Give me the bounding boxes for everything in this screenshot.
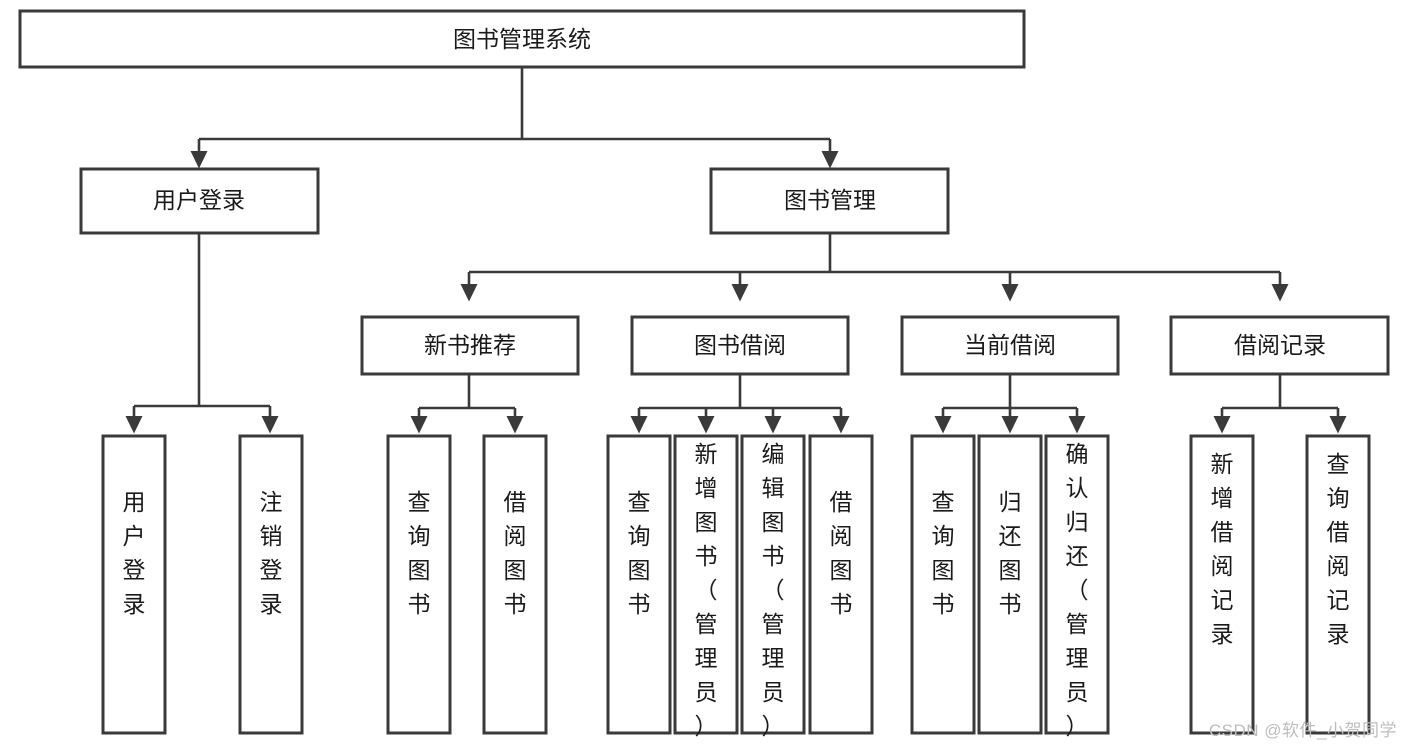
node-user-login-box[interactable]: [79, 167, 320, 235]
arrow-head-icon: [630, 416, 648, 434]
node-leaf-borrow-book-2[interactable]: 借阅图书: [808, 434, 874, 735]
node-current-borrow[interactable]: 当前借阅: [900, 315, 1120, 376]
arrow-head-icon: [1068, 416, 1086, 434]
arrow-head-icon: [934, 416, 952, 434]
node-root-label: 图书管理系统: [453, 26, 591, 52]
node-root[interactable]: 图书管理系统: [18, 9, 1026, 69]
arrow-head-icon: [764, 416, 782, 434]
node-leaf-edit-book[interactable]: 编辑图书（管理员）: [740, 434, 806, 739]
node-leaf-borrow-book-1-label: 借阅图书: [504, 489, 527, 617]
node-current-borrow-label: 当前借阅: [964, 332, 1056, 358]
node-leaf-query-record-box[interactable]: [1305, 434, 1371, 735]
node-book-management-label: 图书管理: [784, 187, 876, 213]
arrow-head-icon: [1329, 416, 1347, 434]
arrow-head-icon: [1001, 416, 1019, 434]
node-leaf-return-book-label: 归还图书: [999, 489, 1022, 617]
node-book-borrow-box[interactable]: [630, 315, 850, 376]
edge-userlogin-to-leaves: [125, 233, 279, 434]
node-leaf-add-book[interactable]: 新增图书（管理员）: [673, 434, 739, 739]
node-leaf-query-record[interactable]: 查询借阅记录: [1305, 434, 1371, 735]
arrow-head-icon: [1001, 284, 1019, 302]
node-user-login-label: 用户登录: [153, 187, 245, 213]
node-leaf-query-book-2-box[interactable]: [606, 434, 672, 735]
node-leaf-borrow-book-2-label: 借阅图书: [830, 489, 853, 617]
node-new-book-recommend-label: 新书推荐: [424, 332, 516, 358]
arrow-head-icon: [460, 284, 478, 302]
arrow-head-icon: [1271, 284, 1289, 302]
node-leaf-add-book-label: 新增图书（管理员）: [695, 441, 718, 739]
node-leaf-query-record-label: 查询借阅记录: [1327, 451, 1350, 647]
edge-layer: [125, 67, 1347, 434]
node-leaf-query-book-2[interactable]: 查询图书: [606, 434, 672, 735]
edge-currentborrow-to-leaves: [934, 374, 1086, 434]
arrow-head-icon: [1213, 416, 1231, 434]
edge-root-to-level2: [190, 67, 839, 169]
node-book-management[interactable]: 图书管理: [709, 167, 950, 235]
node-leaf-confirm-return-label: 确认归还（管理员）: [1066, 441, 1089, 739]
node-new-book-recommend[interactable]: 新书推荐: [360, 315, 580, 376]
node-leaf-return-book-box[interactable]: [977, 434, 1043, 735]
node-new-book-recommend-box[interactable]: [360, 315, 580, 376]
node-leaf-query-book-3-box[interactable]: [910, 434, 976, 735]
node-leaf-edit-book-box[interactable]: [740, 434, 806, 735]
node-book-borrow[interactable]: 图书借阅: [630, 315, 850, 376]
node-user-login[interactable]: 用户登录: [79, 167, 320, 235]
node-leaf-user-login[interactable]: 用户登录: [101, 434, 167, 735]
node-borrow-record[interactable]: 借阅记录: [1169, 315, 1390, 376]
node-root-box[interactable]: [18, 9, 1026, 69]
node-leaf-user-login-box[interactable]: [101, 434, 167, 735]
node-leaf-user-login-label: 用户登录: [123, 489, 146, 617]
node-leaf-borrow-book-2-box[interactable]: [808, 434, 874, 735]
node-current-borrow-box[interactable]: [900, 315, 1120, 376]
node-leaf-query-book-3[interactable]: 查询图书: [910, 434, 976, 735]
node-leaf-user-logout-label: 注销登录: [260, 489, 283, 617]
node-leaf-add-record[interactable]: 新增借阅记录: [1189, 434, 1255, 735]
node-leaf-query-book-3-label: 查询图书: [932, 489, 955, 617]
arrow-head-icon: [832, 416, 850, 434]
edge-bookborrow-to-leaves: [630, 374, 850, 434]
node-leaf-query-book-1[interactable]: 查询图书: [386, 434, 452, 735]
arrow-head-icon: [125, 416, 143, 434]
node-leaf-query-book-2-label: 查询图书: [628, 489, 651, 617]
node-leaf-return-book[interactable]: 归还图书: [977, 434, 1043, 735]
node-borrow-record-box[interactable]: [1169, 315, 1390, 376]
node-leaf-borrow-book-1-box[interactable]: [482, 434, 548, 735]
arrow-head-icon: [506, 416, 524, 434]
node-leaf-query-book-1-box[interactable]: [386, 434, 452, 735]
arrow-head-icon: [821, 151, 839, 169]
node-leaf-user-logout[interactable]: 注销登录: [238, 434, 304, 735]
node-book-management-box[interactable]: [709, 167, 950, 235]
node-leaf-add-record-label: 新增借阅记录: [1211, 451, 1234, 647]
arrow-head-icon: [410, 416, 428, 434]
node-leaf-confirm-return[interactable]: 确认归还（管理员）: [1044, 434, 1110, 739]
arrow-head-icon: [697, 416, 715, 434]
arrow-head-icon: [190, 151, 208, 169]
node-leaf-edit-book-label: 编辑图书（管理员）: [762, 441, 785, 739]
node-book-borrow-label: 图书借阅: [694, 332, 786, 358]
node-leaf-query-book-1-label: 查询图书: [408, 489, 431, 617]
edge-borrowrecord-to-leaves: [1213, 374, 1347, 434]
arrow-head-icon: [731, 284, 749, 302]
node-leaf-add-book-box[interactable]: [673, 434, 739, 735]
node-leaf-confirm-return-box[interactable]: [1044, 434, 1110, 735]
arrow-head-icon: [261, 416, 279, 434]
edge-newbook-to-leaves: [410, 374, 524, 434]
node-leaf-add-record-box[interactable]: [1189, 434, 1255, 735]
node-borrow-record-label: 借阅记录: [1234, 332, 1326, 358]
node-leaf-borrow-book-1[interactable]: 借阅图书: [482, 434, 548, 735]
node-leaf-user-logout-box[interactable]: [238, 434, 304, 735]
edge-bookmgmt-to-level3: [460, 233, 1289, 302]
